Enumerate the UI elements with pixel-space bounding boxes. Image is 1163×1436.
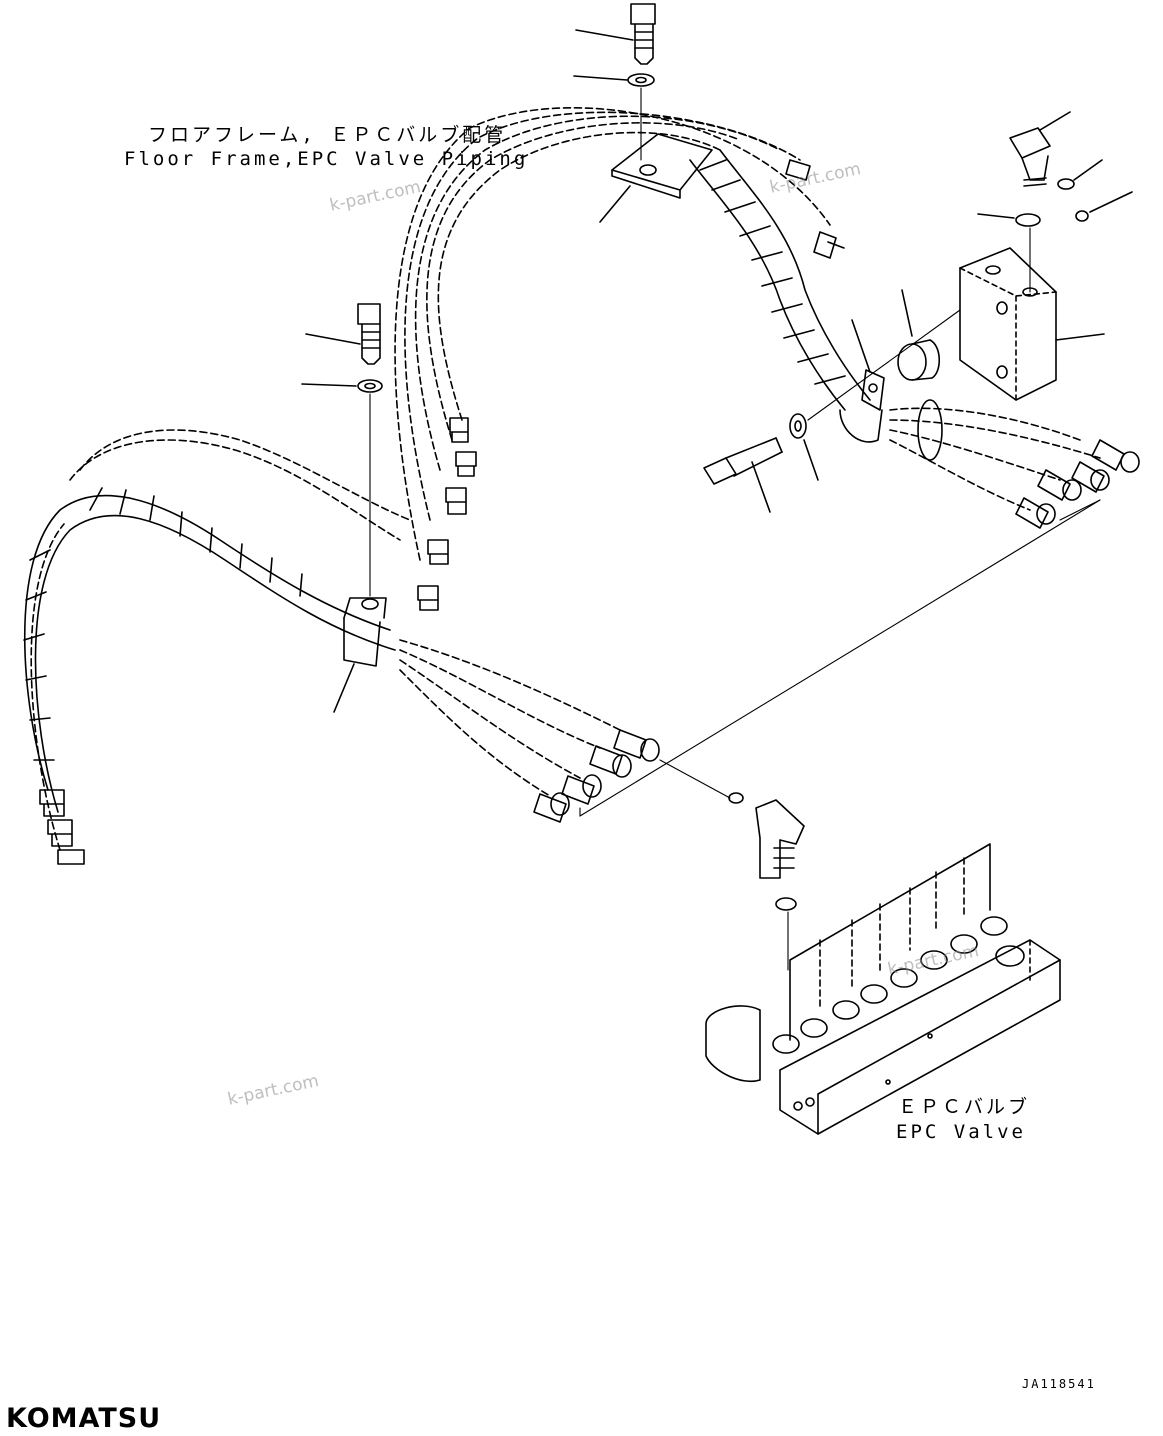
right-bolt-icon (703, 437, 783, 513)
epc-valve-label-english: EPC Valve (896, 1121, 1026, 1143)
elbow-fitting-icon (977, 111, 1071, 293)
drawing-code: JA118541 (1022, 1377, 1096, 1391)
left-washer-icon (301, 379, 383, 597)
epc-valve-label-japanese: ＥＰＣバルブ (898, 1096, 1031, 1118)
top-clamp-icon (599, 133, 713, 223)
left-clamp-icon (333, 597, 387, 713)
frame-outline (579, 499, 1101, 817)
epc-valve-icon (705, 843, 1061, 1135)
upper-hose-bundle (394, 107, 871, 611)
o-ring-icon (1057, 159, 1133, 222)
left-hose-bundle (23, 429, 660, 865)
right-clamp-icon (839, 319, 885, 443)
left-bolt-icon (305, 303, 381, 365)
epc-elbow-icon (659, 759, 805, 971)
top-bolt-icon (575, 3, 656, 65)
spacer-collar-icon (897, 289, 941, 381)
right-washer-icon (789, 309, 961, 481)
komatsu-logo: KOMATSU (6, 1403, 162, 1434)
right-hose-fittings (889, 399, 1140, 529)
title-japanese: フロアフレーム, ＥＰＣバルブ配管 (148, 124, 507, 146)
title-english: Floor Frame,EPC Valve Piping (124, 148, 529, 170)
junction-block-icon (959, 247, 1105, 401)
